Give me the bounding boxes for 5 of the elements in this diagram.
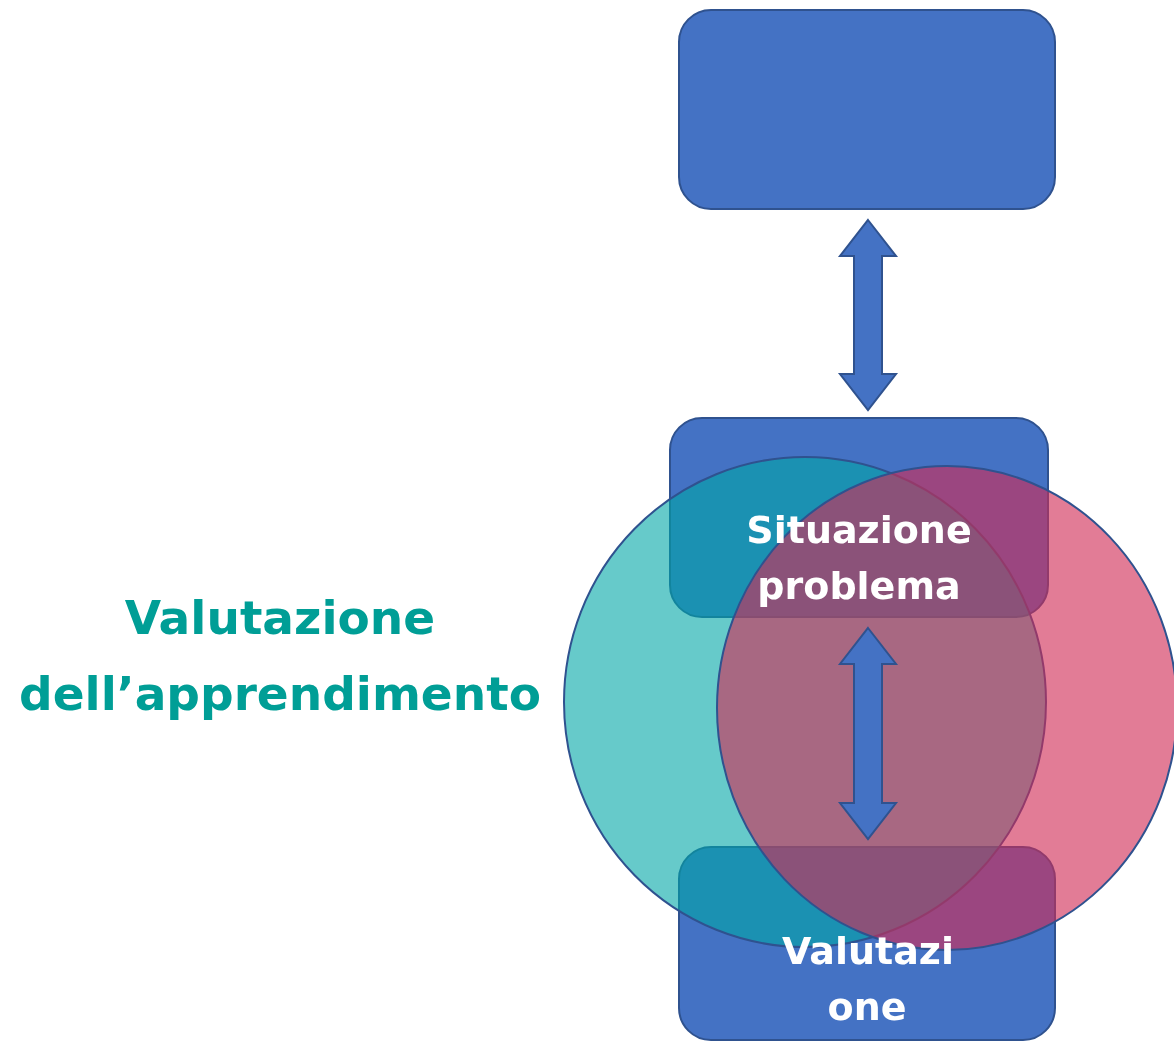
heading-text: Valutazione dell’apprendimento bbox=[18, 589, 542, 723]
box-label: Valutazi one bbox=[782, 928, 952, 1031]
rounded-box bbox=[678, 9, 1056, 210]
double-arrow bbox=[837, 218, 899, 412]
double-arrow bbox=[837, 626, 899, 841]
